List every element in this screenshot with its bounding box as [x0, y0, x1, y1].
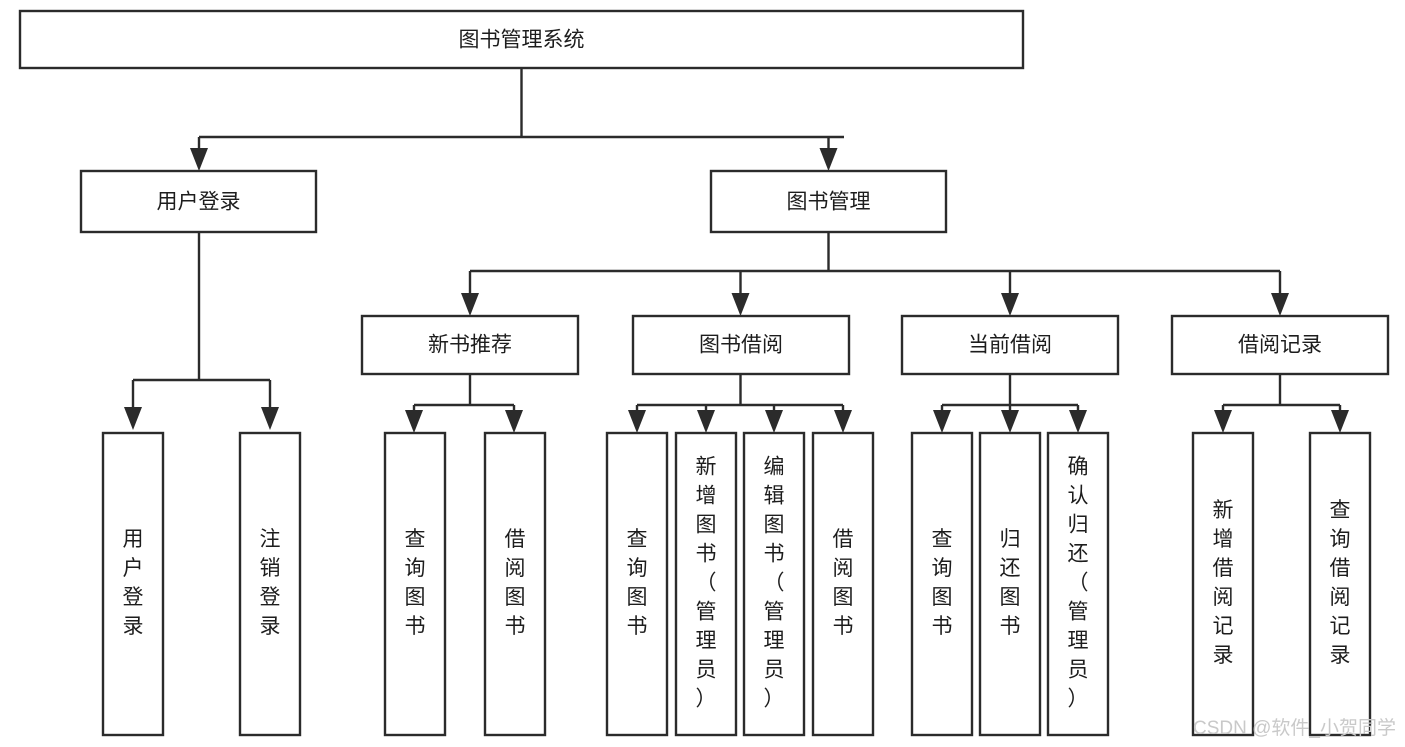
node-leaf-user-login[interactable]: 用户登录 — [101, 431, 165, 737]
node-leaf-confirm-return-label: 确认归还（管理员） — [1068, 456, 1089, 711]
node-new-book-recommend-box[interactable] — [360, 314, 580, 376]
node-book-management-label: 图书管理 — [787, 191, 871, 214]
node-leaf-confirm-return[interactable]: 确认归还（管理员） — [1046, 431, 1110, 737]
node-leaf-query-book-3-label: 查询图书 — [932, 528, 953, 638]
node-leaf-query-book-3-box[interactable] — [910, 431, 974, 737]
arrow-to-leaf-confirm-return — [1069, 410, 1087, 433]
node-book-management-box[interactable] — [709, 169, 948, 234]
connector-root-to-level2 — [197, 68, 844, 157]
node-book-management[interactable]: 图书管理 — [709, 169, 948, 234]
node-leaf-query-record[interactable]: 查询借阅记录 — [1308, 431, 1372, 737]
arrow-to-leaf-user-logout — [261, 407, 279, 430]
arrow-to-leaf-add-book — [697, 410, 715, 433]
node-book-borrow-box[interactable] — [631, 314, 851, 376]
connector-currentborrow-to-leaves — [940, 374, 1080, 412]
connector-userlogin-to-leaves — [131, 232, 272, 408]
node-leaf-edit-book-box[interactable] — [742, 431, 806, 737]
node-root[interactable]: 图书管理系统 — [18, 9, 1025, 70]
arrow-to-borrow-record — [1271, 293, 1289, 316]
node-leaf-user-logout-label: 注销登录 — [260, 528, 281, 638]
node-leaf-edit-book[interactable]: 编辑图书（管理员） — [742, 431, 806, 737]
node-borrow-record-label: 借阅记录 — [1238, 334, 1322, 357]
node-leaf-borrow-book-1-label: 借阅图书 — [505, 528, 526, 638]
node-user-login-box[interactable] — [79, 169, 318, 234]
node-leaf-query-record-label: 查询借阅记录 — [1330, 499, 1351, 667]
arrow-to-leaf-query-book-1 — [405, 410, 423, 433]
node-user-login-label: 用户登录 — [157, 191, 241, 214]
node-current-borrow-box[interactable] — [900, 314, 1120, 376]
arrow-to-user-login — [190, 148, 208, 171]
node-leaf-add-book-box[interactable] — [674, 431, 738, 737]
arrow-to-leaf-query-book-3 — [933, 410, 951, 433]
node-leaf-return-book[interactable]: 归还图书 — [978, 431, 1042, 737]
node-leaf-add-record[interactable]: 新增借阅记录 — [1191, 431, 1255, 737]
node-leaf-confirm-return-box[interactable] — [1046, 431, 1110, 737]
node-leaf-query-book-2-box[interactable] — [605, 431, 669, 737]
connector-layer — [124, 68, 1349, 433]
csdn-watermark: CSDN @软件_小贺同学 — [1193, 717, 1396, 739]
arrow-to-leaf-add-record — [1214, 410, 1232, 433]
node-leaf-query-book-1-label: 查询图书 — [405, 528, 426, 638]
node-leaf-add-record-box[interactable] — [1191, 431, 1255, 737]
node-root-box[interactable] — [18, 9, 1025, 70]
arrow-to-leaf-edit-book — [765, 410, 783, 433]
node-borrow-record-box[interactable] — [1170, 314, 1390, 376]
node-leaf-borrow-book-1-box[interactable] — [483, 431, 547, 737]
arrow-to-new-book-recommend — [461, 293, 479, 316]
node-leaf-user-logout-box[interactable] — [238, 431, 302, 737]
node-leaf-query-book-1-box[interactable] — [383, 431, 447, 737]
node-leaf-borrow-book-2-label: 借阅图书 — [833, 528, 854, 638]
node-leaf-add-book-label: 新增图书（管理员） — [696, 456, 717, 711]
node-leaf-add-book[interactable]: 新增图书（管理员） — [674, 431, 738, 737]
arrow-to-leaf-return-book — [1001, 410, 1019, 433]
node-leaf-user-login-box[interactable] — [101, 431, 165, 737]
connector-bookmgmt-to-level3 — [468, 232, 1282, 300]
node-new-book-recommend[interactable]: 新书推荐 — [360, 314, 580, 376]
node-book-borrow-label: 图书借阅 — [699, 334, 783, 357]
node-leaf-user-logout[interactable]: 注销登录 — [238, 431, 302, 737]
arrow-to-book-borrow — [731, 293, 750, 316]
node-leaf-return-book-box[interactable] — [978, 431, 1042, 737]
arrow-to-leaf-borrow-book-2 — [834, 410, 852, 433]
connector-borrowrecord-to-leaves — [1221, 374, 1342, 412]
node-current-borrow[interactable]: 当前借阅 — [900, 314, 1120, 376]
node-root-label: 图书管理系统 — [459, 29, 585, 52]
connector-newbook-to-leaves — [412, 374, 516, 412]
node-leaf-query-book-3[interactable]: 查询图书 — [910, 431, 974, 737]
arrow-to-book-management — [819, 148, 838, 171]
arrow-to-leaf-query-record — [1331, 410, 1349, 433]
arrow-to-leaf-borrow-book-1 — [505, 410, 523, 433]
node-borrow-record[interactable]: 借阅记录 — [1170, 314, 1390, 376]
node-current-borrow-label: 当前借阅 — [968, 334, 1052, 357]
arrow-to-current-borrow — [1001, 293, 1019, 316]
node-leaf-borrow-book-1[interactable]: 借阅图书 — [483, 431, 547, 737]
node-leaf-borrow-book-2[interactable]: 借阅图书 — [811, 431, 875, 737]
node-leaf-user-login-label: 用户登录 — [123, 528, 144, 638]
node-leaf-query-book-1[interactable]: 查询图书 — [383, 431, 447, 737]
node-leaf-return-book-label: 归还图书 — [1000, 528, 1021, 638]
connector-bookborrow-to-leaves — [635, 374, 845, 412]
arrow-to-leaf-user-login — [124, 407, 142, 430]
node-user-login[interactable]: 用户登录 — [79, 169, 318, 234]
node-leaf-borrow-book-2-box[interactable] — [811, 431, 875, 737]
node-leaf-query-book-2-label: 查询图书 — [627, 528, 648, 638]
node-leaf-query-record-box[interactable] — [1308, 431, 1372, 737]
node-leaf-query-book-2[interactable]: 查询图书 — [605, 431, 669, 737]
node-leaf-edit-book-label: 编辑图书（管理员） — [764, 456, 785, 711]
node-book-borrow[interactable]: 图书借阅 — [631, 314, 851, 376]
node-leaf-add-record-label: 新增借阅记录 — [1213, 499, 1234, 667]
node-new-book-recommend-label: 新书推荐 — [428, 334, 512, 357]
arrow-to-leaf-query-book-2 — [628, 410, 646, 433]
